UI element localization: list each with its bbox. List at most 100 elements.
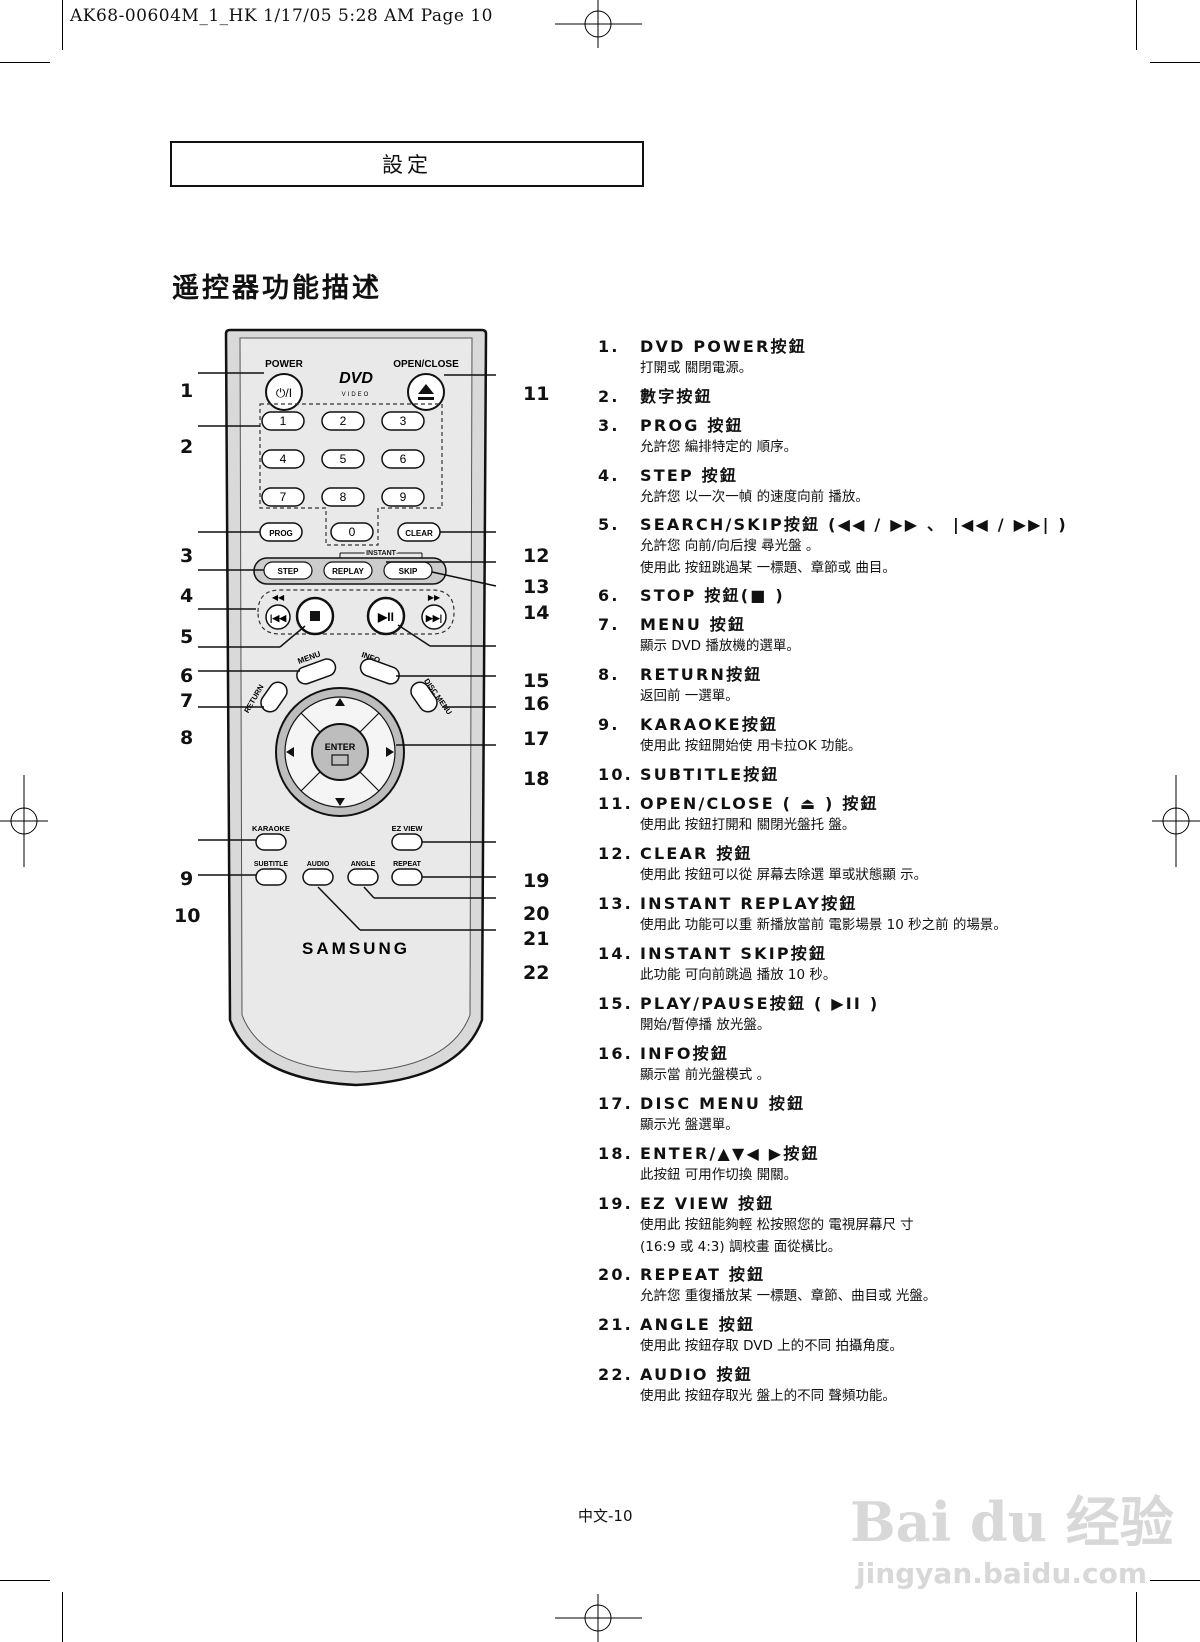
page-number: 中文-10: [578, 1507, 633, 1525]
svg-text:AUDIO: AUDIO: [307, 861, 330, 868]
callout-13: 13: [523, 576, 550, 598]
svg-text:▶▶: ▶▶: [428, 593, 441, 602]
remote-control-illustration: POWER ⏻/I DVD VIDEO OPEN/CLOSE 1 2 3 4 5…: [198, 328, 497, 1087]
angle-button: [347, 868, 379, 886]
menu-button: [296, 658, 337, 685]
svg-text:6: 6: [400, 452, 407, 466]
list-item: 17.DISC MENU 按鈕 顯示光 盤選單。: [598, 1094, 806, 1133]
svg-text:ENTER: ENTER: [325, 742, 356, 752]
list-item: 16.INFO按鈕 顯示當 前光盤模式 。: [598, 1044, 771, 1083]
list-item: 5.SEARCH/SKIP按鈕 (◀◀ / ▶▶ 、 |◀◀ / ▶▶| ) 允…: [598, 515, 1068, 576]
power-button: [265, 373, 303, 411]
callout-8: 8: [180, 727, 194, 749]
callout-9: 9: [180, 868, 194, 890]
play-pause-button: [366, 596, 406, 636]
svg-text:KARAOKE: KARAOKE: [252, 824, 290, 833]
list-item: 11.OPEN/CLOSE ( ⏏ ) 按鈕 使用此 按鈕打開和 關閉光盤托 盤…: [598, 794, 879, 833]
svg-text:◀◀: ◀◀: [272, 593, 285, 602]
svg-text:REPLAY: REPLAY: [332, 567, 364, 576]
svg-text:▶▶|: ▶▶|: [425, 613, 442, 623]
eject-icon: [418, 384, 434, 400]
digit-keypad: 1 2 3 4 5 6 7 8 9 0: [261, 411, 425, 542]
right-arrow-icon: [386, 747, 394, 757]
callout-10: 10: [174, 905, 201, 927]
subtitle-button: [255, 868, 287, 886]
svg-text:CLEAR: CLEAR: [405, 529, 433, 538]
replay-button: [323, 561, 373, 580]
page-title: 遥控器功能描述: [172, 273, 382, 304]
svg-text:▶II: ▶II: [377, 610, 394, 624]
repeat-button: [391, 868, 423, 886]
power-label: POWER: [265, 359, 304, 370]
callout-2: 2: [180, 436, 194, 458]
list-item: 19.EZ VIEW 按鈕 使用此 按鈕能夠輕 松按照您的 電視屏幕尺 寸 (1…: [598, 1194, 914, 1255]
list-item: 2.數字按鈕: [598, 387, 713, 406]
list-item: 9.KARAOKE按鈕 使用此 按鈕開始使 用卡拉OK 功能。: [598, 715, 862, 754]
list-item: 12.CLEAR 按鈕 使用此 按鈕可以從 屏幕去除選 單或狀態顯 示。: [598, 844, 928, 883]
disc-menu-button: [410, 681, 438, 713]
list-item: 18.ENTER/▲▼◀ ▶按鈕 此按鈕 可用作切換 開關。: [598, 1144, 820, 1183]
return-button: [260, 681, 288, 713]
callout-21: 21: [523, 928, 550, 950]
svg-text:EZ VIEW: EZ VIEW: [392, 824, 424, 833]
up-arrow-icon: [335, 698, 345, 706]
stop-icon: [310, 611, 320, 621]
callout-12: 12: [523, 545, 550, 567]
callout-7: 7: [180, 690, 194, 712]
info-button: [359, 658, 400, 685]
left-arrow-icon: [286, 747, 294, 757]
svg-text:INSTANT: INSTANT: [366, 550, 397, 557]
svg-text:4: 4: [280, 452, 287, 466]
callout-19: 19: [523, 870, 550, 892]
section-header-box: 設定: [170, 141, 644, 187]
svg-text:8: 8: [340, 490, 347, 504]
callout-1: 1: [180, 380, 194, 402]
callout-20: 20: [523, 903, 550, 925]
next-button: [421, 604, 447, 630]
list-item: 15.PLAY/PAUSE按鈕 ( ▶II ) 開始/暫停播 放光盤。: [598, 994, 880, 1033]
open-close-label: OPEN/CLOSE: [393, 359, 459, 370]
list-item: 20.REPEAT 按鈕 允許您 重復播放某 一標題、章節、曲目或 光盤。: [598, 1265, 937, 1304]
dvd-logo: DVD: [339, 370, 373, 387]
callout-15: 15: [523, 670, 550, 692]
svg-text:SUBTITLE: SUBTITLE: [254, 861, 289, 868]
list-item: 8.RETURN按鈕 返回前 一選單。: [598, 665, 763, 704]
svg-text:REPEAT: REPEAT: [393, 861, 422, 868]
svg-text:5: 5: [340, 452, 347, 466]
svg-text:|◀◀: |◀◀: [270, 613, 287, 623]
list-item: 3.PROG 按鈕 允許您 編排特定的 順序。: [598, 416, 798, 455]
dvd-logo-sub: VIDEO: [342, 392, 371, 398]
list-item: 6.STOP 按鈕(■ ): [598, 586, 785, 605]
list-item: 10.SUBTITLE按鈕: [598, 765, 780, 784]
svg-text:ANGLE: ANGLE: [351, 861, 376, 868]
list-item: 13.INSTANT REPLAY按鈕 使用此 功能可以重 新播放當前 電影場景…: [598, 894, 1007, 933]
section-title: 設定: [382, 153, 432, 177]
down-arrow-icon: [335, 798, 345, 806]
list-item: 22.AUDIO 按鈕 使用此 按鈕存取光 盤上的不同 聲頻功能。: [598, 1365, 896, 1404]
callout-22: 22: [523, 962, 550, 984]
audio-button: [302, 868, 334, 886]
list-item: 7.MENU 按鈕 顯示 DVD 播放機的選單。: [598, 615, 800, 654]
callout-18: 18: [523, 768, 550, 790]
svg-text:STEP: STEP: [278, 567, 300, 576]
list-item: 21.ANGLE 按鈕 使用此 按鈕存取 DVD 上的不同 拍攝角度。: [598, 1315, 903, 1354]
print-slug: AK68-00604M_1_HK 1/17/05 5:28 AM Page 10: [70, 6, 493, 26]
svg-text:3: 3: [400, 414, 407, 428]
svg-text:PROG: PROG: [269, 529, 293, 538]
svg-text:1: 1: [280, 414, 287, 428]
baidu-watermark: Bai du 经验 jingyan.baidu.com: [850, 1490, 1174, 1590]
callout-16: 16: [523, 693, 550, 715]
callout-5: 5: [180, 626, 194, 648]
prev-button: [265, 604, 291, 630]
list-item: 1.DVD POWER按鈕 打開或 關閉電源。: [598, 337, 807, 376]
callout-14: 14: [523, 602, 550, 624]
svg-text:0: 0: [349, 525, 356, 539]
callout-17: 17: [523, 728, 550, 750]
karaoke-button: [255, 833, 287, 851]
callout-6: 6: [180, 665, 194, 687]
callout-11: 11: [523, 383, 550, 405]
svg-text:2: 2: [340, 414, 347, 428]
svg-text:SKIP: SKIP: [399, 567, 418, 576]
callout-3: 3: [180, 545, 194, 567]
